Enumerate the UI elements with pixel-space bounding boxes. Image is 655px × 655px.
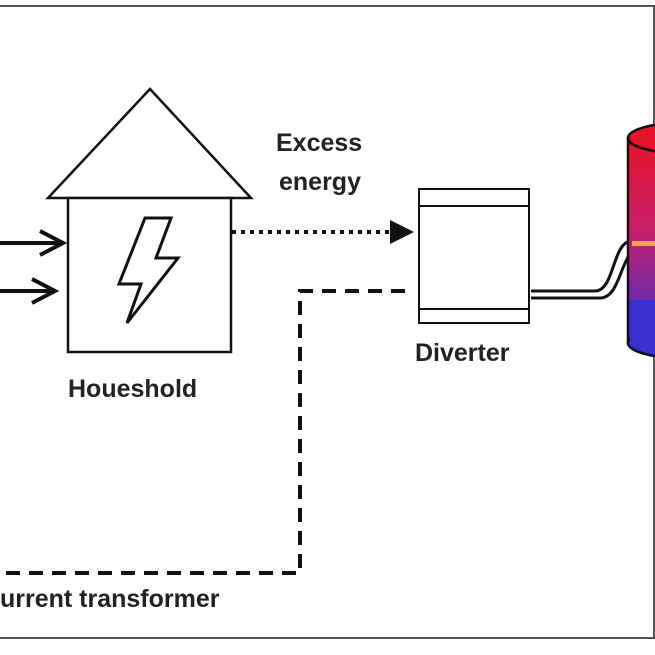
current-transformer-line [0,289,405,575]
arrow-lower-head [31,277,60,305]
water-tank-icon [626,123,655,358]
heater-element [632,241,655,246]
diverter-box [418,188,530,324]
current-transformer-label: urrent transformer [0,585,220,613]
house-roof [45,87,254,200]
excess-energy-label-line2: energy [279,168,361,196]
diverter-label: Diverter [415,339,510,367]
arrow-upper-head [39,229,68,257]
lightning-bolt-icon [116,216,182,324]
heater-cable [531,239,641,300]
incoming-arrows [0,229,68,305]
excess-energy-label-line1: Excess [276,129,363,157]
house-icon [45,87,254,354]
household-label: Houeshold [68,375,198,403]
excess-energy-arrowhead [390,220,414,244]
